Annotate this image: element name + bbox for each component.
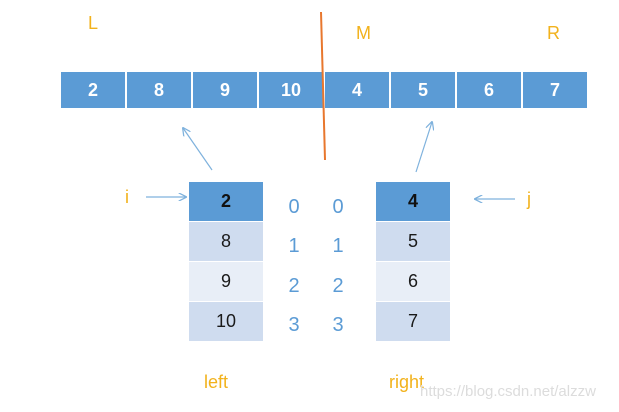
left-index: 0 xyxy=(288,196,300,218)
array-cell: 8 xyxy=(127,72,191,108)
right-index: 1 xyxy=(332,235,344,257)
mid-divider-line xyxy=(320,11,326,161)
array-cell: 9 xyxy=(193,72,257,108)
left-cell: 10 xyxy=(189,302,263,341)
arrow-left-to-array xyxy=(183,128,213,171)
left-cell: 9 xyxy=(189,262,263,301)
array-cell: 5 xyxy=(391,72,455,108)
left-index: 2 xyxy=(288,275,300,297)
label-j: j xyxy=(527,189,531,209)
label-left: left xyxy=(204,372,229,392)
array-cell: 4 xyxy=(325,72,389,108)
right-index: 0 xyxy=(332,196,344,218)
label-right: right xyxy=(389,372,425,392)
left-index: 3 xyxy=(288,314,300,336)
label-L: L xyxy=(88,13,99,33)
watermark: https://blog.csdn.net/alzzw xyxy=(420,383,596,400)
array-cell: 2 xyxy=(61,72,125,108)
right-cell: 6 xyxy=(376,262,450,301)
array-cell: 6 xyxy=(457,72,521,108)
right-cell: 5 xyxy=(376,222,450,261)
array-cell: 10 xyxy=(259,72,323,108)
right-cell: 7 xyxy=(376,302,450,341)
right-index: 2 xyxy=(332,275,344,297)
label-M: M xyxy=(356,23,371,43)
label-i: i xyxy=(125,187,129,207)
right-index: 3 xyxy=(332,314,344,336)
label-R: R xyxy=(547,23,560,43)
left-index: 1 xyxy=(288,235,300,257)
left-cell: 8 xyxy=(189,222,263,261)
arrow-right-to-array xyxy=(415,122,432,173)
array-cell: 7 xyxy=(523,72,587,108)
left-cell: 2 xyxy=(189,182,263,221)
right-cell: 4 xyxy=(376,182,450,221)
